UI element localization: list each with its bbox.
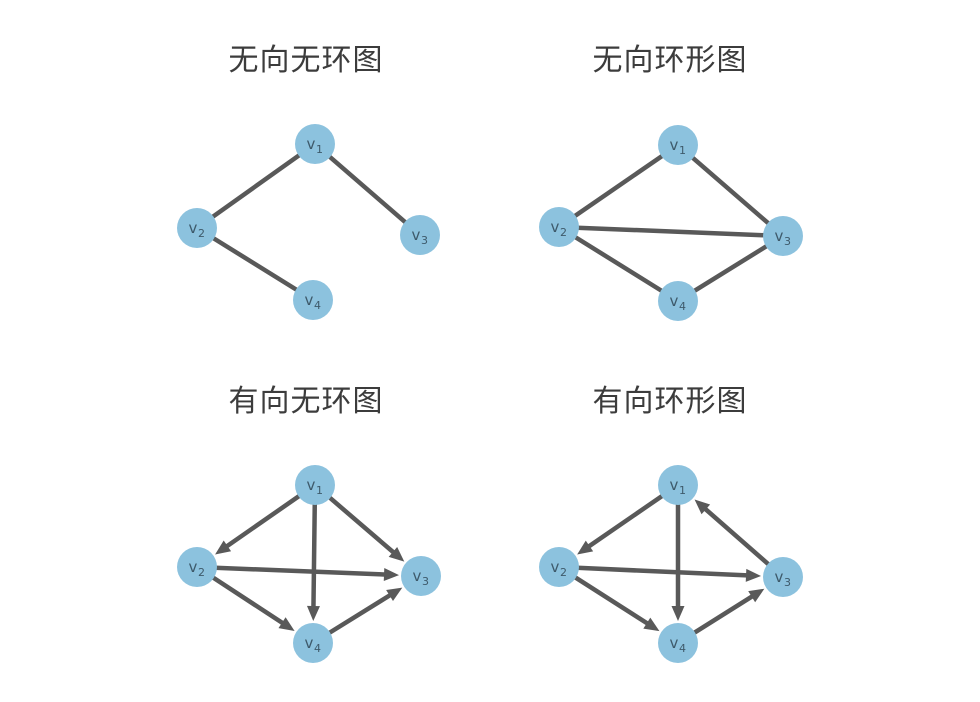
- edge-v2-v4: [572, 234, 665, 294]
- edge-v1-to-v2: [221, 493, 303, 551]
- edge-v1-to-v3: [326, 494, 399, 557]
- arrowhead-v3-to-v1: [694, 499, 711, 515]
- title-directed-acyclic-graph: 有向无环图: [228, 385, 384, 418]
- node-directed-acyclic-v4: [293, 623, 333, 663]
- node-undirected-cyclic-v3: [763, 216, 803, 256]
- arrowhead-v2-to-v4: [643, 617, 660, 632]
- arrowhead-v1-to-v2: [215, 540, 232, 555]
- edge-v2-to-v4: [209, 574, 288, 628]
- node-directed-acyclic-v2: [177, 547, 217, 587]
- title-undirected-cyclic-graph: 无向环形图: [592, 44, 748, 77]
- node-directed-cyclic-v2: [539, 547, 579, 587]
- node-undirected-acyclic-v1: [295, 124, 335, 164]
- title-undirected-acyclic-graph: 无向无环图: [228, 44, 384, 77]
- arrowhead-v1-to-v4: [306, 605, 320, 622]
- edge-v2-to-v3: [574, 565, 753, 578]
- node-undirected-cyclic-v2: [539, 207, 579, 247]
- arrowhead-v2-to-v3: [383, 568, 400, 582]
- arrowhead-v4-to-v3: [748, 588, 765, 603]
- edge-v2-v3: [574, 225, 768, 238]
- title-directed-cyclic-graph: 有向环形图: [592, 385, 748, 418]
- edge-v2-to-v4: [571, 574, 653, 628]
- edge-v1-v2: [209, 152, 303, 220]
- edge-v2-to-v3: [212, 565, 391, 577]
- arrowhead-v4-to-v3: [386, 587, 403, 602]
- edge-v4-to-v3: [690, 592, 758, 636]
- edge-v1-to-v4: [311, 500, 318, 613]
- node-undirected-acyclic-v3: [400, 215, 440, 255]
- edge-v3-to-v1: [700, 504, 772, 568]
- arrowhead-v1-to-v3: [388, 546, 405, 562]
- edge-v1-v3: [689, 154, 772, 227]
- edge-v4-to-v3: [326, 591, 396, 636]
- arrowhead-v2-to-v3: [745, 568, 762, 582]
- node-directed-cyclic-v1: [658, 465, 698, 505]
- node-directed-cyclic-v4: [658, 623, 698, 663]
- edge-v1-to-v2: [583, 492, 666, 551]
- node-directed-acyclic-v3: [401, 556, 441, 596]
- arrowhead-v1-to-v2: [577, 540, 594, 555]
- arrowhead-v1-to-v4: [671, 606, 685, 621]
- node-undirected-cyclic-v4: [658, 281, 698, 321]
- node-undirected-cyclic-v1: [658, 125, 698, 165]
- edge-v4-v3: [691, 243, 770, 294]
- edge-v1-v3: [326, 153, 409, 226]
- node-directed-acyclic-v1: [295, 465, 335, 505]
- node-undirected-acyclic-v4: [293, 280, 333, 320]
- edge-v2-v4: [210, 235, 300, 293]
- arrowhead-v2-to-v4: [278, 617, 295, 631]
- node-undirected-acyclic-v2: [177, 208, 217, 248]
- edge-v1-v2: [571, 152, 666, 220]
- node-directed-cyclic-v3: [763, 557, 803, 597]
